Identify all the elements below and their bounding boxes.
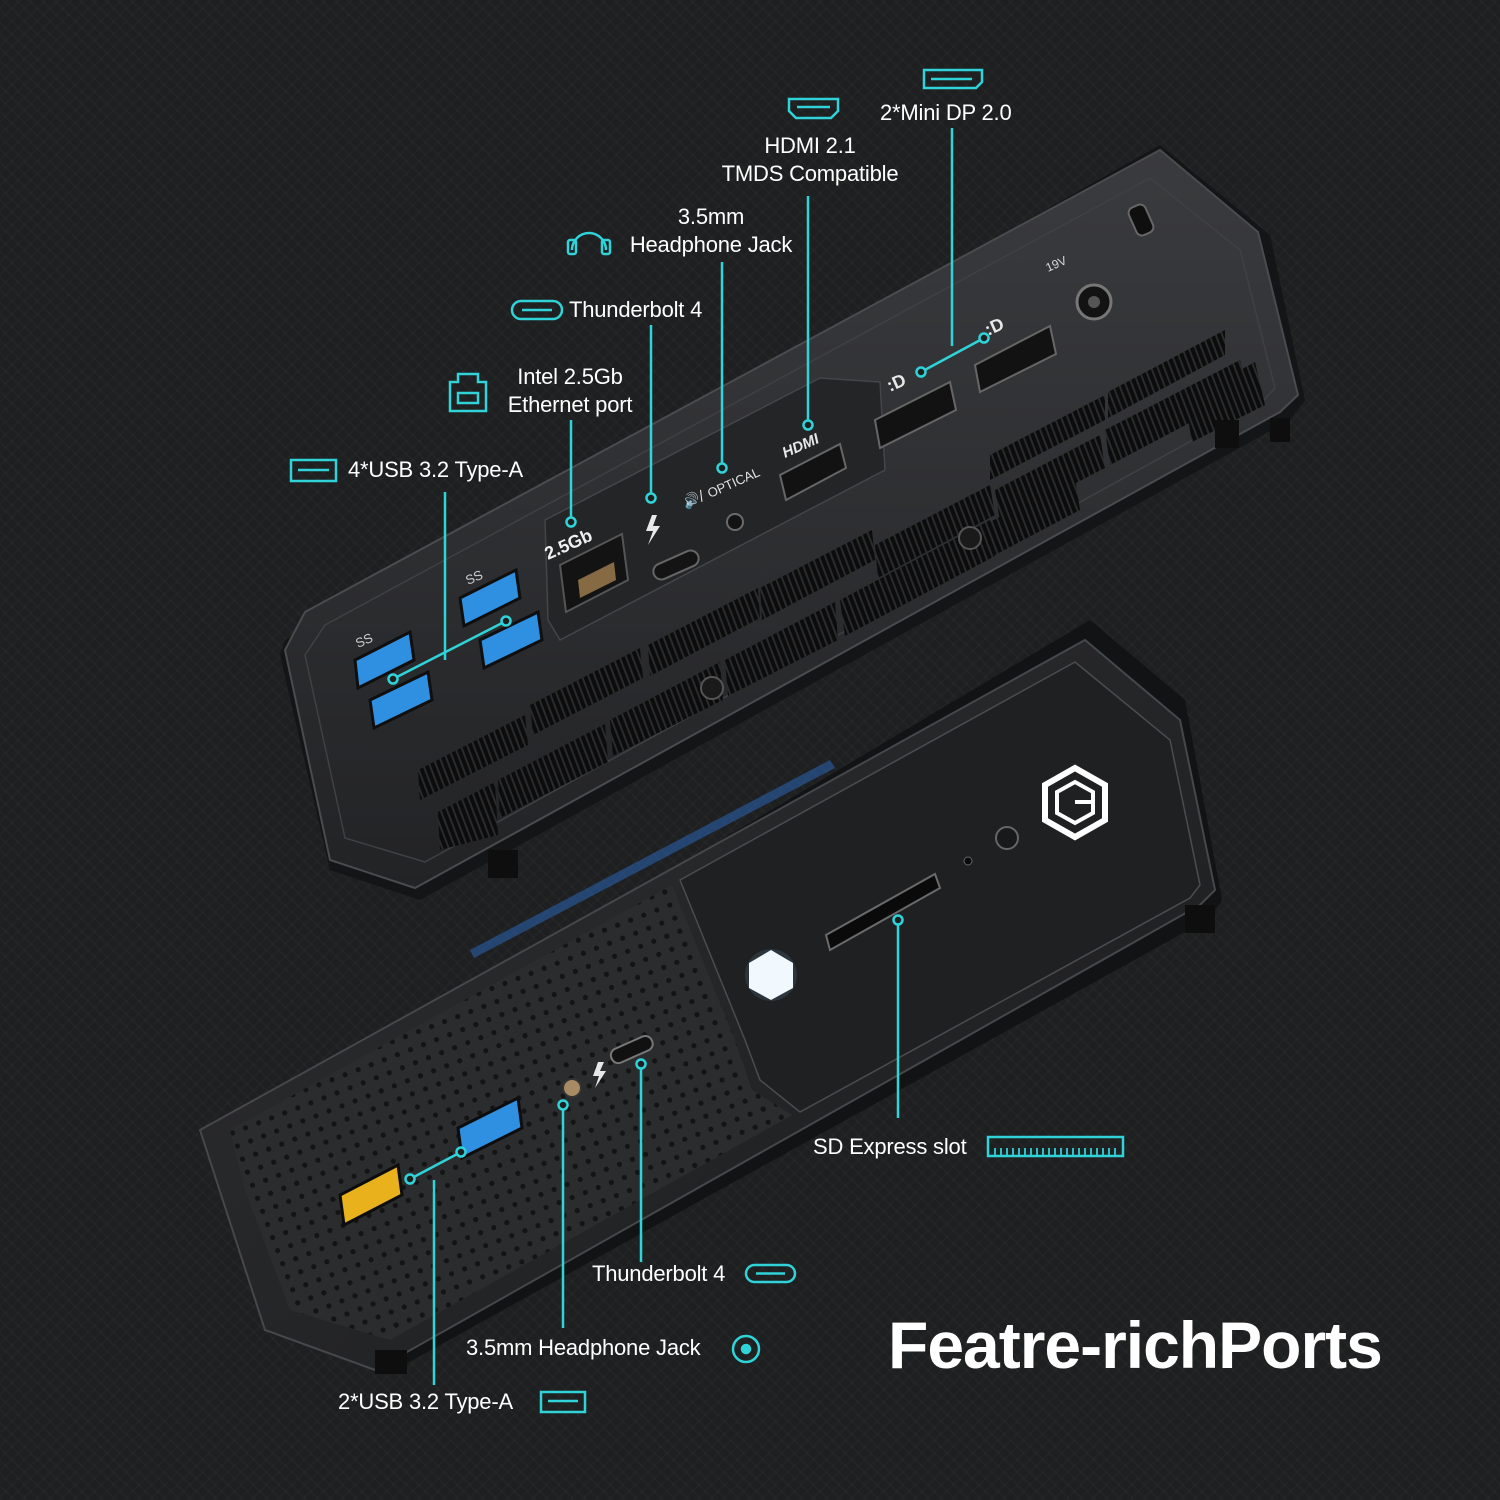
- vent-grilles: [418, 330, 1265, 850]
- top-unit: SS SS 2.5Gb OPTICAL 🔊/ HDMI :D :D: [280, 145, 1305, 900]
- callout-ethernet: Intel 2.5Gb Ethernet port: [470, 363, 670, 419]
- hdmi-port: [778, 442, 848, 502]
- usb-a-icon: [289, 458, 338, 483]
- usb-c-icon: [744, 1263, 797, 1284]
- status-led: [749, 950, 793, 1000]
- callout-thunderbolt-top: Thunderbolt 4: [569, 297, 703, 322]
- callout-thunderbolt-bottom: Thunderbolt 4: [592, 1261, 726, 1286]
- displayport-icon: [922, 68, 984, 90]
- hdmi-icon: [787, 97, 840, 120]
- usb-speed-marking: SS: [353, 630, 375, 651]
- audio-jack-icon: [731, 1334, 761, 1364]
- callout-headphone-top: 3.5mm Headphone Jack: [611, 203, 811, 259]
- power-button: [995, 826, 1019, 850]
- optical-audio-jack: [726, 513, 744, 531]
- headphone-icon: [566, 231, 612, 256]
- callout-usb-a-top: 4*USB 3.2 Type-A: [348, 457, 523, 482]
- callout-hdmi: HDMI 2.1 TMDS Compatible: [700, 132, 920, 188]
- lock-slot: [1127, 203, 1155, 237]
- thunderbolt-port-front: [609, 1034, 654, 1065]
- usb-a-ports-rear: [353, 567, 544, 731]
- usb-a-icon: [539, 1390, 587, 1414]
- sd-express-slot: [824, 872, 942, 952]
- callout-hdmi-line2: TMDS Compatible: [721, 161, 899, 186]
- ethernet-port: [558, 532, 630, 614]
- callout-mini-dp: 2*Mini DP 2.0: [880, 100, 1012, 125]
- usb-c-icon: [510, 299, 564, 321]
- callout-lines: [392, 128, 985, 1385]
- sd-card-icon: [986, 1135, 1125, 1158]
- callout-usb-a-bottom: 2*USB 3.2 Type-A: [338, 1389, 513, 1414]
- brand-logo-icon: [1042, 764, 1108, 841]
- bottom-unit: [198, 620, 1222, 1374]
- callout-headphone-bottom: 3.5mm Headphone Jack: [466, 1335, 701, 1360]
- ethernet-icon: [448, 372, 488, 413]
- svg-text:SS: SS: [463, 567, 485, 588]
- callout-hdmi-line1: HDMI 2.1: [764, 133, 856, 158]
- callout-ethernet-line2: Ethernet port: [507, 392, 633, 417]
- usb-a-ports-front: [338, 1095, 524, 1228]
- callout-headphone-line2: Headphone Jack: [629, 232, 793, 257]
- callout-sd-express: SD Express slot: [813, 1134, 967, 1159]
- callout-ethernet-line1: Intel 2.5Gb: [517, 364, 623, 389]
- callout-dots: [387, 332, 990, 1185]
- callout-headphone-line1: 3.5mm: [677, 204, 745, 229]
- thunderbolt-port-rear: [646, 515, 700, 581]
- page-title: Featre-richPorts: [888, 1308, 1383, 1382]
- front-audio-jack: [562, 1078, 582, 1098]
- mini-displayport-ports: [873, 324, 1058, 450]
